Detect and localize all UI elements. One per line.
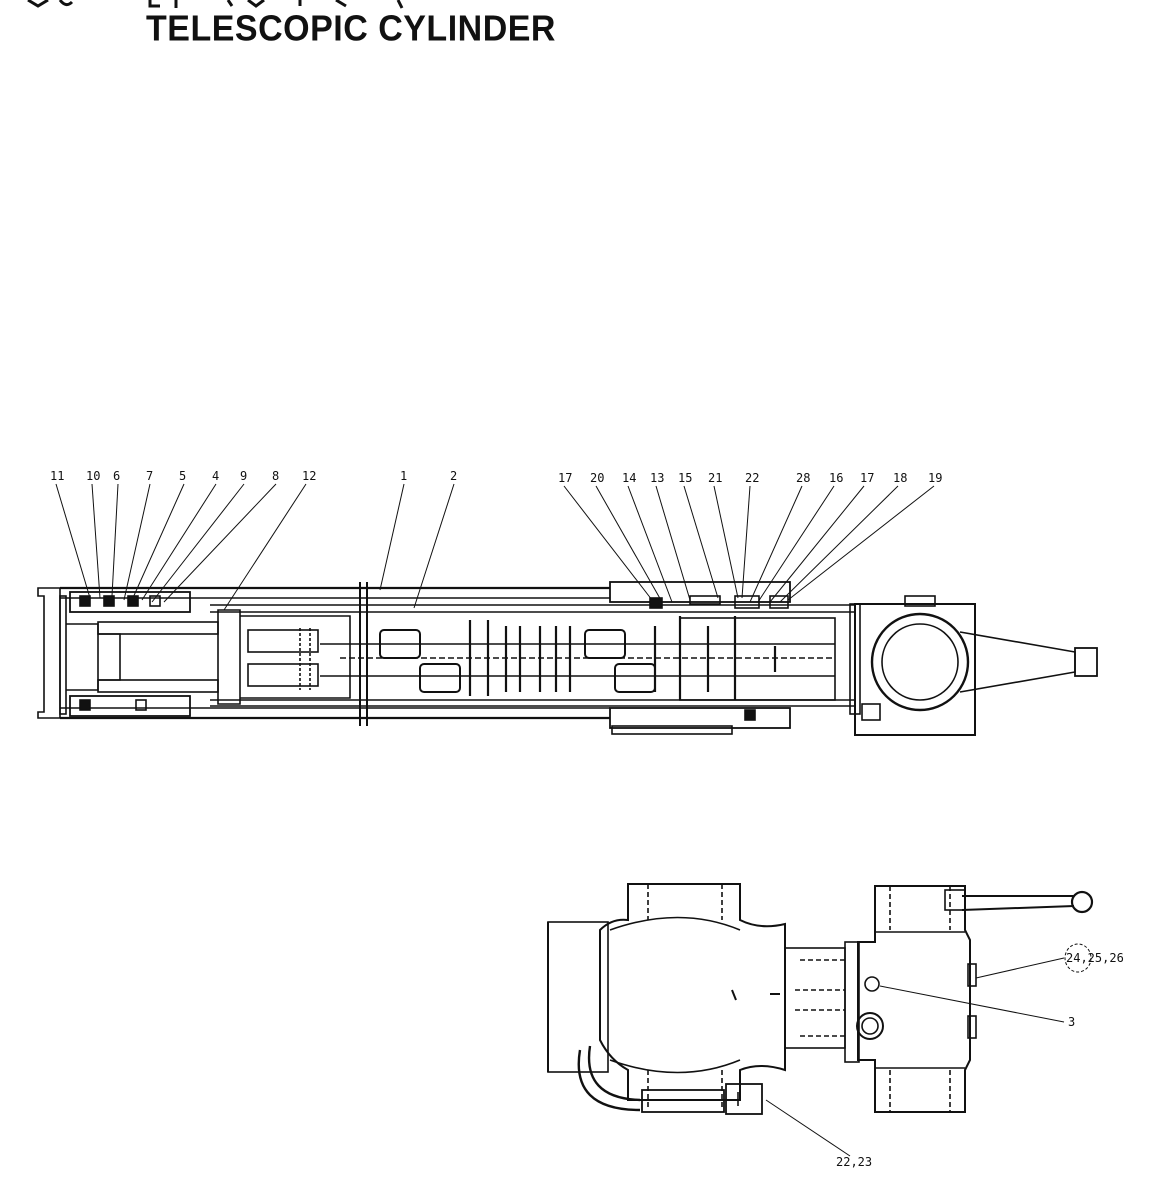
callout-12: 12 — [302, 469, 316, 483]
callout-24-25-26: 24,25,26 — [1066, 951, 1124, 965]
callout-21: 21 — [708, 471, 722, 485]
callout-17b: 17 — [860, 471, 874, 485]
callout-5: 5 — [179, 469, 186, 483]
callout-22-23: 22,23 — [836, 1155, 872, 1169]
callout-20: 20 — [590, 471, 604, 485]
callout-22: 22 — [745, 471, 759, 485]
callout-11: 11 — [50, 469, 64, 483]
callout-18: 18 — [893, 471, 907, 485]
main-callout-labels: 11 10 6 7 5 4 9 8 12 1 2 17 20 14 13 15 … — [50, 469, 942, 485]
callout-9: 9 — [240, 469, 247, 483]
side-leader-lines — [765, 957, 1065, 1157]
callout-7: 7 — [146, 469, 153, 483]
side-callout-labels: 24,25,26 3 22,23 — [836, 943, 1124, 1169]
callout-6: 6 — [113, 469, 120, 483]
callout-13: 13 — [650, 471, 664, 485]
callout-2: 2 — [450, 469, 457, 483]
clipped-heading-remnant — [27, 0, 404, 9]
cylinder-side-view — [547, 883, 1094, 1115]
callout-4: 4 — [212, 469, 219, 483]
callout-19: 19 — [928, 471, 942, 485]
callout-8: 8 — [272, 469, 279, 483]
callout-10: 10 — [86, 469, 100, 483]
callout-circle — [1064, 943, 1092, 973]
callout-16: 16 — [829, 471, 843, 485]
callout-1: 1 — [400, 469, 407, 483]
callout-3: 3 — [1068, 1015, 1075, 1029]
callout-17a: 17 — [558, 471, 572, 485]
page-title: TELESCOPIC CYLINDER — [146, 9, 556, 49]
callout-28: 28 — [796, 471, 810, 485]
callout-14: 14 — [622, 471, 636, 485]
callout-15: 15 — [678, 471, 692, 485]
cylinder-section-view — [37, 581, 1098, 736]
main-leader-lines — [55, 483, 935, 611]
